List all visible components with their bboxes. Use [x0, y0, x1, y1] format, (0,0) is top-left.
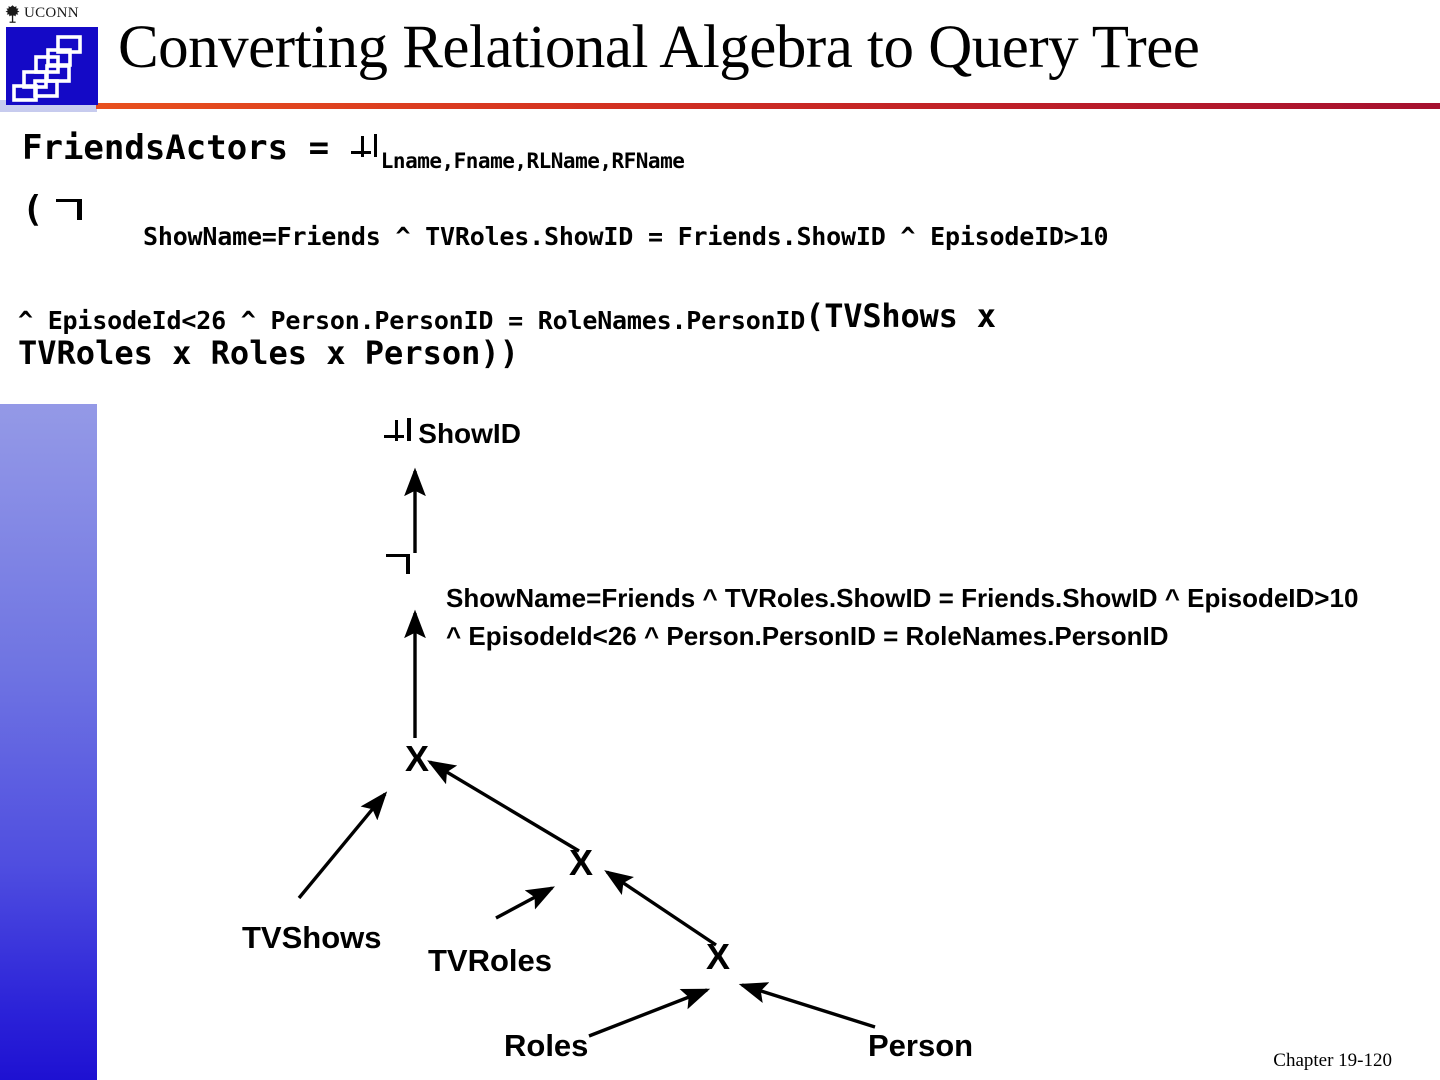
tree-node-projection: ShowID [383, 418, 521, 450]
selection-sigma-symbol [386, 553, 411, 574]
formula-relations-tail: (TVShows x [805, 297, 996, 335]
tree-node-cross-product-middle: X [569, 842, 594, 883]
projection-pi-symbol [383, 418, 414, 445]
page-title: Converting Relational Algebra to Query T… [118, 14, 1200, 81]
edge-tvshows-to-xtop [297, 791, 388, 900]
tree-leaf-tvshows: TVShows [242, 920, 382, 955]
edge-roles-to-xbottom [588, 988, 711, 1038]
oak-tree-icon [4, 4, 21, 23]
relational-algebra-expression: FriendsActors = Lname,Fname,RLName,RFNam… [0, 112, 1440, 404]
formula-open-paren: ( [22, 189, 44, 230]
tree-selection-condition: ShowName=Friends ^ TVRoles.ShowID = Frie… [446, 583, 1359, 651]
formula-open-paren-sigma: ( [22, 189, 82, 230]
tree-leaf-tvroles: TVRoles [428, 943, 553, 978]
projection-subscript: Lname,Fname,RLName,RFName [380, 148, 685, 173]
formula-lhs: FriendsActors = [22, 128, 350, 168]
slide-footer-chapter: Chapter 19-120 [1273, 1050, 1392, 1071]
edge-xbottom-to-xmiddle [604, 870, 717, 947]
tree-projection-label: ShowID [418, 418, 521, 449]
formula-assignment-line: FriendsActors = Lname,Fname,RLName,RFNam… [22, 128, 685, 173]
tree-node-cross-product-bottom: X [706, 936, 731, 977]
edge-tvroles-to-xmiddle [495, 886, 555, 920]
selection-sigma-symbol [55, 197, 82, 220]
tree-leaf-roles: Roles [504, 1028, 589, 1063]
formula-condition-line-2: ^ EpisodeId<26 ^ Person.PersonID = RoleN… [18, 297, 996, 335]
tree-leaf-person: Person [868, 1028, 974, 1063]
tree-node-selection [386, 545, 411, 584]
formula-condition-line-2-text: ^ EpisodeId<26 ^ Person.PersonID = RoleN… [18, 305, 806, 335]
uconn-wordmark: UCONN [4, 2, 99, 24]
title-divider-rule [96, 103, 1440, 109]
tree-node-cross-product-top: X [405, 738, 430, 779]
formula-condition-line-1: ShowName=Friends ^ TVRoles.ShowID = Frie… [143, 222, 1109, 251]
uconn-wordmark-label: UCONN [24, 4, 79, 21]
edge-person-to-xbottom [738, 982, 876, 1029]
projection-pi-symbol [350, 134, 381, 161]
edge-xmiddle-to-xtop [427, 760, 580, 853]
blocks-staircase-logo [6, 27, 98, 105]
formula-relations-line: TVRoles x Roles x Person)) [18, 334, 519, 372]
